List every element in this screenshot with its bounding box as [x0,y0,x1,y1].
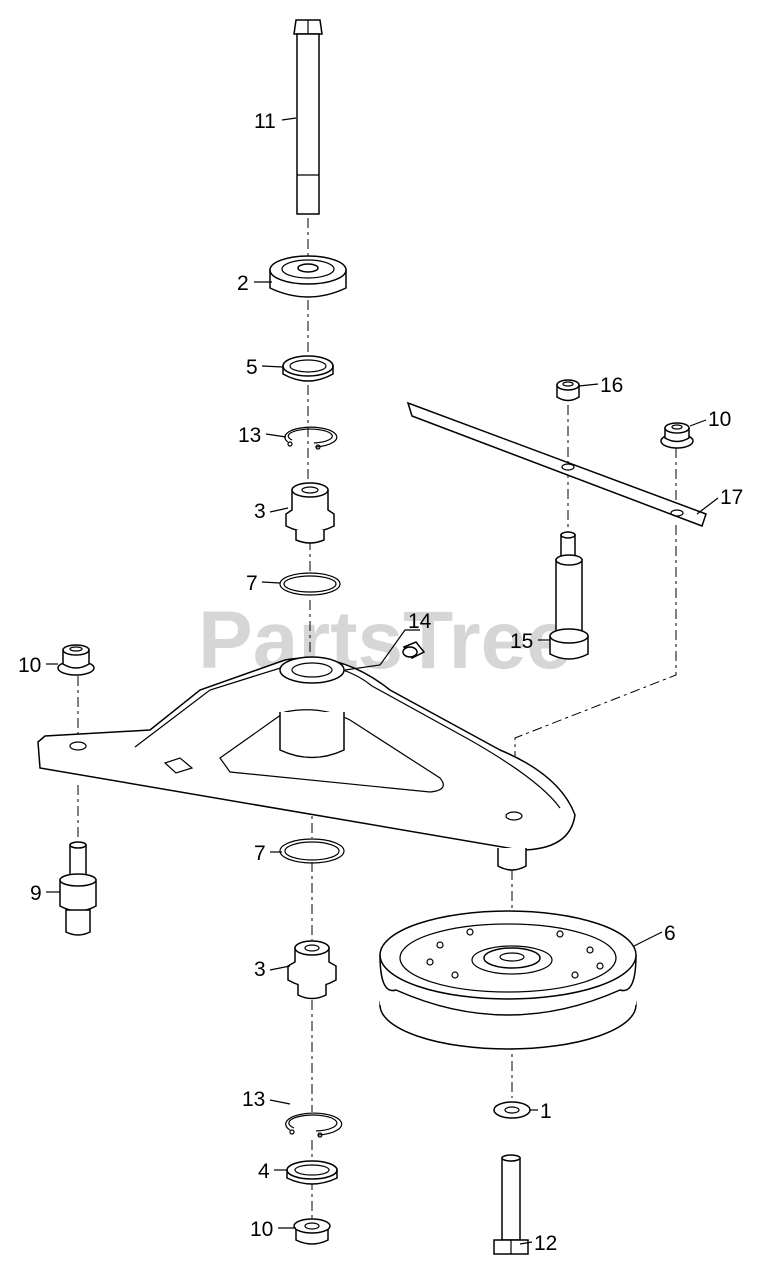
bolt-12 [493,1154,529,1255]
leader-line [269,965,291,971]
callout-12: 12 [534,1232,557,1255]
callout-13: 13 [242,1088,265,1111]
flange-nut-10-bottom [293,1218,331,1245]
callout-6: 6 [664,922,676,945]
callout-5: 5 [246,356,258,379]
bearing-3-lower [287,940,337,1000]
washer-1 [493,1101,531,1119]
callout-16: 16 [600,374,623,397]
pivot-stud-9 [59,841,97,936]
flange-nut-10-left [57,644,95,676]
leader-line [578,383,599,387]
callout-3: 3 [254,958,266,981]
leader-line [261,365,284,368]
callout-13: 13 [238,424,261,447]
callout-2: 2 [237,272,249,295]
callout-10: 10 [250,1218,273,1241]
leader-line [696,497,719,515]
callout-10: 10 [708,408,731,431]
callout-14: 14 [408,610,432,633]
retaining-ring-13-upper [284,426,338,450]
o-ring-7-upper [279,572,341,596]
shoulder-stud-15 [549,531,589,660]
bearing-cap-2 [269,255,347,298]
idler-pulley-6 [379,910,637,1050]
idler-arm [37,656,576,871]
bracket-strap-17 [406,401,707,527]
seal-4 [286,1160,338,1185]
callout-1: 1 [540,1100,552,1123]
flange-nut-16 [556,379,580,402]
leader-line [269,1099,291,1105]
bearing-3-upper [285,482,335,544]
bolt-long-11 [293,19,323,215]
o-ring-7-lower [279,838,345,864]
callout-9: 9 [30,882,42,905]
leader-line [269,507,289,513]
leader-line [519,1241,533,1245]
callout-4: 4 [258,1160,270,1183]
seal-5 [282,355,334,382]
leader-line [344,629,420,671]
leader-line [281,117,297,121]
callout-17: 17 [720,486,743,509]
leader-line [689,419,707,427]
leader-line [261,581,281,584]
callout-7: 7 [254,842,266,865]
callout-10: 10 [18,654,41,677]
leader-line [633,931,663,947]
leader-line [265,433,287,438]
retaining-ring-13-lower [285,1112,343,1138]
callout-3: 3 [254,500,266,523]
flange-nut-10-right [660,422,694,449]
grease-fitting-14 [402,641,426,659]
callout-15: 15 [510,630,533,653]
callout-11: 11 [254,110,276,133]
callout-7: 7 [246,572,258,595]
